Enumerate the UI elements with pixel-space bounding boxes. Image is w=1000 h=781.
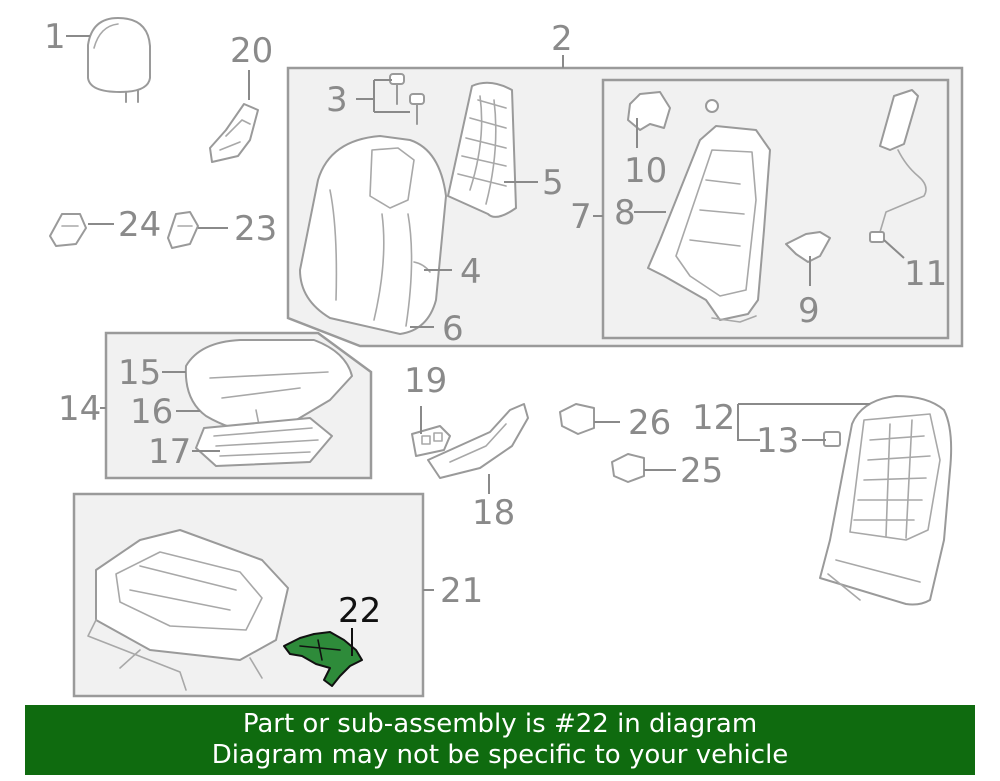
callout-25: 25 — [680, 451, 723, 491]
leader-lines — [66, 35, 905, 656]
part-21-seat-frame — [87, 529, 289, 691]
part-11-sensor-harness — [869, 89, 927, 243]
callout-20: 20 — [230, 31, 273, 71]
part-1-headrest — [87, 17, 151, 103]
callout-21: 21 — [440, 571, 483, 611]
part-20-guide — [209, 103, 259, 163]
part-13-connector — [823, 431, 841, 447]
callout-18: 18 — [472, 493, 515, 533]
part-5-heater-mat — [447, 81, 517, 218]
callout-15: 15 — [118, 353, 161, 393]
part-26-clip — [559, 403, 595, 435]
part-23-clip — [167, 211, 199, 249]
part-18-side-cover — [427, 403, 529, 479]
part-9-bracket — [785, 231, 831, 263]
callout-6: 6 — [442, 309, 464, 349]
callout-22[interactable]: 22 — [338, 591, 381, 631]
callout-13: 13 — [756, 421, 799, 461]
info-banner: Part or sub-assembly is #22 in diagram D… — [25, 705, 975, 775]
callout-14: 14 — [58, 389, 101, 429]
callout-2: 2 — [551, 19, 573, 59]
callout-4: 4 — [460, 252, 482, 292]
part-3-guide-pins — [389, 73, 425, 125]
part-15-cushion — [184, 339, 353, 434]
callout-26: 26 — [628, 403, 671, 443]
callout-16: 16 — [130, 392, 173, 432]
callout-9: 9 — [798, 291, 820, 331]
banner-line-1: Part or sub-assembly is #22 in diagram — [242, 709, 758, 739]
part-10-bracket — [627, 91, 719, 131]
callout-5: 5 — [542, 163, 564, 203]
part-8-back-frame — [647, 125, 771, 323]
part-12-seat-back-assembly — [819, 395, 953, 606]
callout-3: 3 — [326, 80, 348, 120]
callout-17: 17 — [148, 432, 191, 472]
callout-24: 24 — [118, 205, 161, 245]
part-25-clip — [611, 453, 645, 483]
part-19-switch — [411, 425, 451, 457]
part-24-clip — [49, 213, 87, 247]
callout-1: 1 — [44, 17, 66, 57]
callout-10: 10 — [624, 151, 667, 191]
part-17-heater-pad — [195, 417, 333, 467]
part-4-back-cover — [299, 135, 447, 335]
callout-8: 8 — [614, 193, 636, 233]
callout-7: 7 — [570, 197, 592, 237]
callout-labels: 1 2 3 4 5 6 7 8 9 10 11 12 13 14 15 16 1… — [44, 17, 947, 631]
banner-line-2: Diagram may not be specific to your vehi… — [211, 740, 789, 770]
part-22-highlighted-bracket[interactable] — [283, 631, 363, 687]
callout-19: 19 — [404, 361, 447, 401]
callout-11: 11 — [904, 254, 947, 294]
callout-12: 12 — [692, 398, 735, 438]
callout-23: 23 — [234, 209, 277, 249]
